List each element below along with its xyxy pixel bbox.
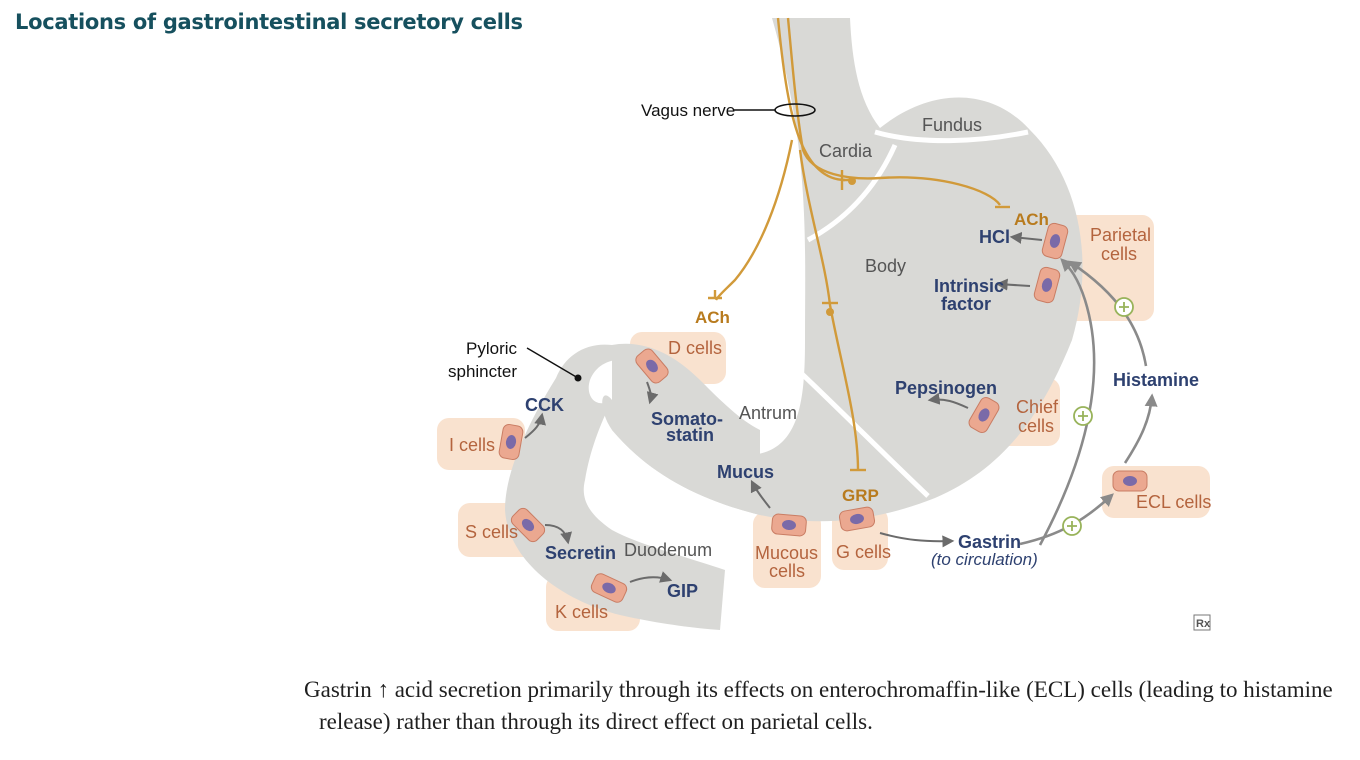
cck-label: CCK (525, 395, 564, 415)
vagus-nerve (714, 17, 1001, 471)
gip-label: GIP (667, 581, 698, 601)
cardia-label: Cardia (819, 141, 873, 161)
duodenum-label: Duodenum (624, 540, 712, 560)
mucous-cell (770, 513, 808, 537)
mucous-label-2: cells (769, 561, 805, 581)
mucous-label-1: Mucous (755, 543, 818, 563)
gastrin-label: Gastrin (958, 532, 1021, 552)
histamine-label: Histamine (1113, 370, 1199, 390)
fundus-label: Fundus (922, 115, 982, 135)
parietal-label-2: cells (1101, 244, 1137, 264)
page-title: Locations of gastrointestinal secretory … (15, 10, 523, 34)
gastrin-note: (to circulation) (931, 550, 1038, 569)
ecl-cell (1112, 470, 1148, 492)
hcl-label: HCl (979, 227, 1010, 247)
duodenum-organ (505, 344, 725, 630)
ach-mid-label: ACh (695, 308, 730, 327)
intrinsic-label-1: Intrinsic (934, 276, 1004, 296)
rx-logo: Rx (1193, 614, 1211, 631)
ecl-cells-label: ECL cells (1136, 492, 1211, 512)
somatostatin-label-2: statin (666, 425, 714, 445)
mucus-label: Mucus (717, 462, 774, 482)
k-cells-label: K cells (555, 602, 608, 622)
secretin-label: Secretin (545, 543, 616, 563)
grp-label: GRP (842, 486, 879, 505)
body-label: Body (865, 256, 906, 276)
stomach-organ (602, 18, 1083, 522)
svg-text:Rx: Rx (1196, 618, 1211, 630)
ach-top-label: ACh (1014, 210, 1049, 229)
chief-label-2: cells (1018, 416, 1054, 436)
pyloric-label-2: sphincter (448, 362, 517, 381)
pyloric-dot (574, 374, 582, 382)
pepsinogen-label: Pepsinogen (895, 378, 997, 398)
chief-label-1: Chief (1016, 397, 1059, 417)
somatostatin-label-1: Somato- (651, 409, 723, 429)
i-cells-label: I cells (449, 435, 495, 455)
parietal-label-1: Parietal (1090, 225, 1151, 245)
pyloric-label-1: Pyloric (466, 339, 518, 358)
antrum-label: Antrum (739, 403, 797, 423)
g-cells-label: G cells (836, 542, 891, 562)
s-cells-label: S cells (465, 522, 518, 542)
intrinsic-label-2: factor (941, 294, 991, 314)
vagus-label: Vagus nerve (641, 101, 735, 120)
d-cells-label: D cells (668, 338, 722, 358)
caption: Gastrin ↑ acid secretion primarily throu… (304, 677, 1333, 734)
plus-symbols (1062, 297, 1134, 536)
